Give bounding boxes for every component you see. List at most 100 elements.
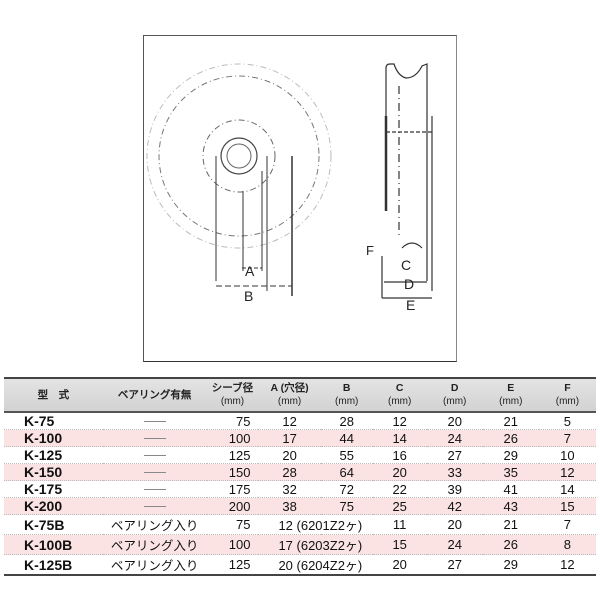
table-header: 型 式 ベアリング有無 シーブ径(mm) A (穴径)(mm) B(mm) C(…: [4, 378, 596, 412]
no-bearing-dash: [143, 421, 166, 423]
cell-bearing: ベアリング入り: [102, 534, 207, 555]
cell-model: K-125B: [4, 554, 103, 576]
cell-d: 27: [426, 554, 483, 576]
cell-sheave: 200: [206, 497, 259, 515]
cell-f: 5: [538, 412, 596, 430]
cell-e: 29: [482, 554, 539, 576]
cell-model: K-75B: [4, 514, 103, 535]
cell-d: 24: [426, 429, 483, 447]
label-a: A: [245, 263, 255, 279]
header-d: D(mm): [443, 382, 467, 407]
cell-sheave: 100: [206, 534, 259, 555]
cell-d: 39: [426, 480, 483, 498]
no-bearing-dash: [143, 455, 166, 457]
no-bearing-dash: [143, 472, 166, 474]
cell-model: K-150: [4, 463, 103, 481]
cell-a: 20 (6204Z2ヶ): [258, 554, 373, 576]
cell-model: K-100B: [4, 534, 103, 555]
header-b: B(mm): [335, 382, 359, 407]
cell-sheave: 125: [206, 446, 259, 464]
cell-bearing: [102, 429, 207, 447]
cell-f: 10: [538, 446, 596, 464]
cell-sheave: 75: [206, 412, 259, 430]
cell-sheave: 175: [206, 480, 259, 498]
cell-c: 25: [372, 497, 427, 515]
cell-d: 20: [426, 412, 483, 430]
cell-sheave: 125: [206, 554, 259, 576]
cell-d: 27: [426, 446, 483, 464]
cell-c: 11: [372, 514, 427, 535]
cell-e: 29: [482, 446, 539, 464]
header-c: C(mm): [388, 382, 412, 407]
cell-sheave: 150: [206, 463, 259, 481]
header-sheave: シーブ径(mm): [211, 382, 254, 407]
cell-c: 22: [372, 480, 427, 498]
cell-a: 12: [258, 412, 321, 430]
cell-b: 75: [320, 497, 373, 515]
cell-f: 12: [538, 554, 596, 576]
cell-model: K-125: [4, 446, 103, 464]
cell-b: 28: [320, 412, 373, 430]
cell-a: 12 (6201Z2ヶ): [258, 514, 373, 535]
cell-model: K-175: [4, 480, 103, 498]
cell-f: 7: [538, 429, 596, 447]
cell-e: 35: [482, 463, 539, 481]
cell-a: 38: [258, 497, 321, 515]
no-bearing-dash: [143, 438, 166, 440]
cell-d: 33: [426, 463, 483, 481]
cell-c: 14: [372, 429, 427, 447]
cell-d: 24: [426, 534, 483, 555]
cell-bearing: [102, 480, 207, 498]
cell-a: 17 (6203Z2ヶ): [258, 534, 373, 555]
cell-bearing: [102, 463, 207, 481]
cell-b: 44: [320, 429, 373, 447]
pulley-diagram: A B C D E F: [146, 63, 433, 313]
cell-e: 26: [482, 534, 539, 555]
no-bearing-dash: [143, 506, 166, 508]
cell-a: 20: [258, 446, 321, 464]
header-f: F(mm): [555, 382, 580, 407]
cell-bearing: [102, 497, 207, 515]
cell-f: 14: [538, 480, 596, 498]
cell-bearing: ベアリング入り: [102, 514, 207, 535]
cell-e: 21: [482, 514, 539, 535]
cell-model: K-100: [4, 429, 103, 447]
header-e: E(mm): [499, 382, 523, 407]
label-c: C: [401, 257, 411, 273]
cell-bearing: [102, 412, 207, 430]
cell-e: 43: [482, 497, 539, 515]
cell-f: 7: [538, 514, 596, 535]
cell-c: 20: [372, 463, 427, 481]
cell-f: 15: [538, 497, 596, 515]
cell-d: 20: [426, 514, 483, 535]
cell-a: 32: [258, 480, 321, 498]
cell-sheave: 100: [206, 429, 259, 447]
cell-a: 17: [258, 429, 321, 447]
header-model: 型 式: [37, 388, 70, 401]
bore-outer: [220, 137, 258, 175]
bore-inner: [226, 143, 252, 169]
cell-e: 41: [482, 480, 539, 498]
cell-model: K-200: [4, 497, 103, 515]
rim-circle: [158, 75, 320, 237]
cell-b: 72: [320, 480, 373, 498]
no-bearing-dash: [143, 489, 166, 491]
label-d: D: [404, 276, 414, 292]
cell-sheave: 75: [206, 514, 259, 535]
label-e: E: [406, 297, 415, 313]
cell-c: 16: [372, 446, 427, 464]
cell-e: 21: [482, 412, 539, 430]
cell-c: 20: [372, 554, 427, 576]
cell-e: 26: [482, 429, 539, 447]
cell-a: 28: [258, 463, 321, 481]
cell-c: 12: [372, 412, 427, 430]
